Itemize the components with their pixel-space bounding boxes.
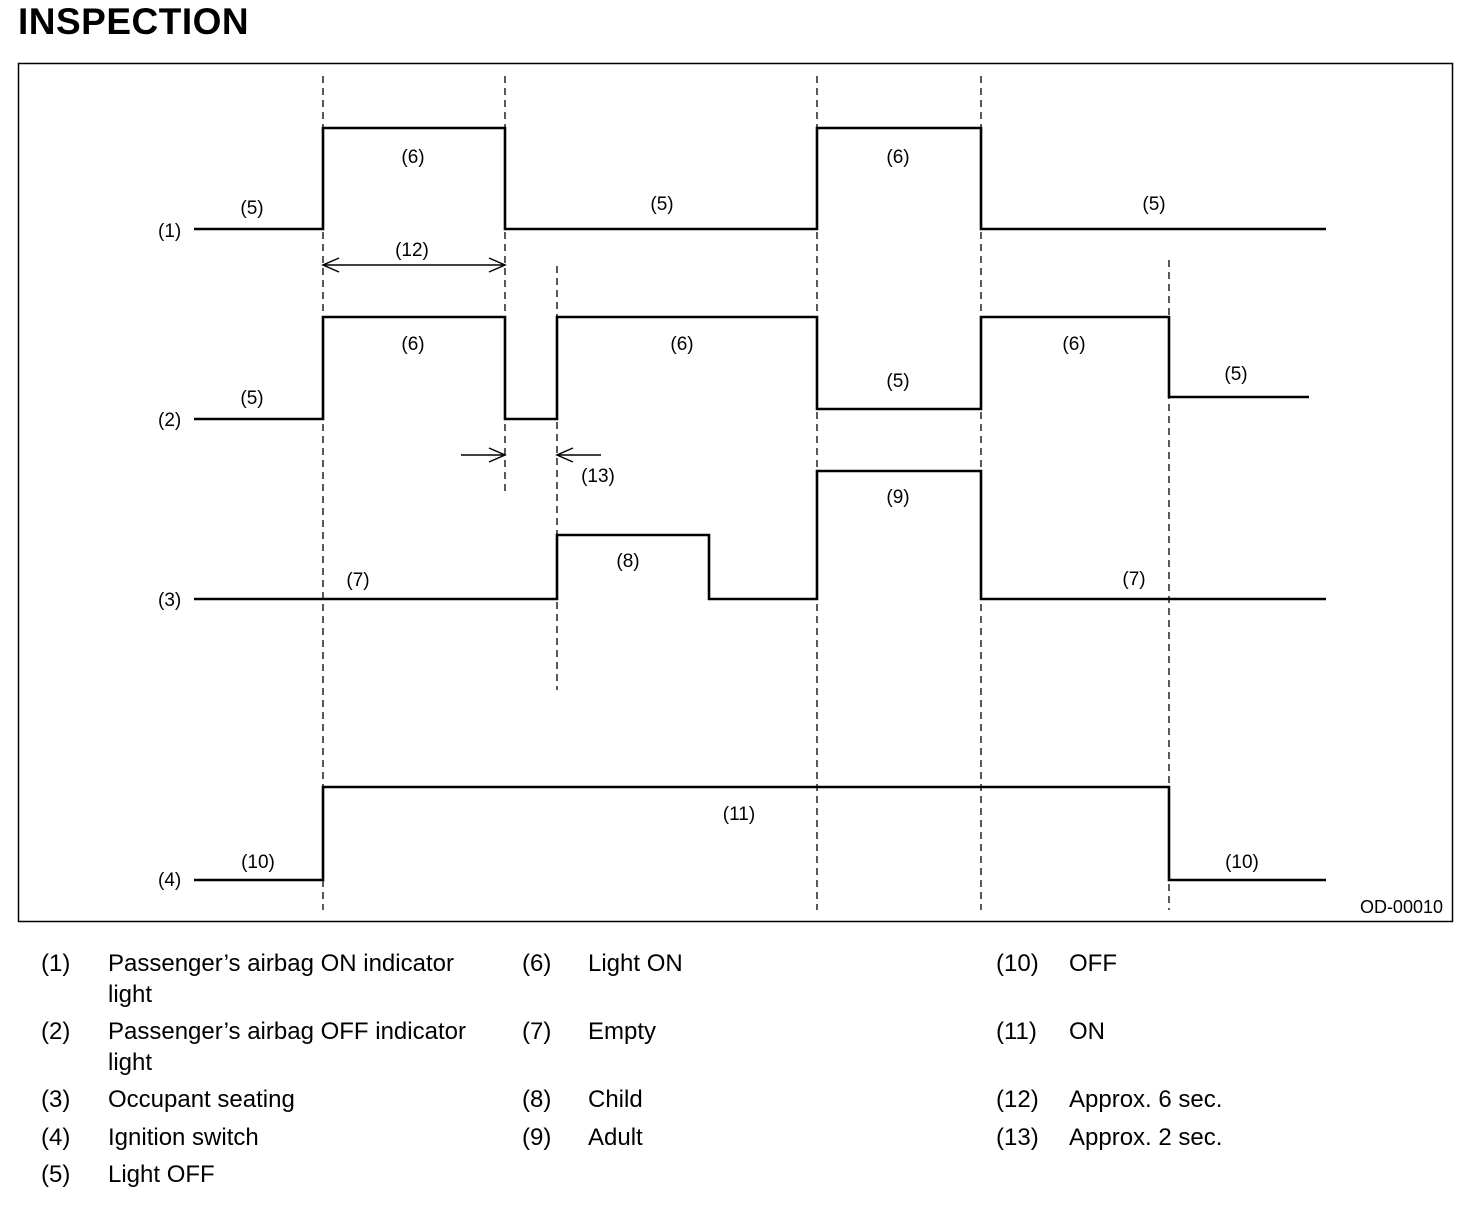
legend-text: Empty (588, 1018, 657, 1045)
state-label: (10) (241, 852, 275, 873)
state-label: (6) (670, 334, 693, 355)
legend-text: Passenger’s airbag ON indicator (108, 950, 454, 977)
state-label: (5) (1142, 194, 1165, 215)
figure-id: OD-00010 (1360, 897, 1443, 917)
legend-text-cont: light (108, 1049, 153, 1076)
legend-text: Approx. 2 sec. (1069, 1124, 1223, 1151)
legend-text: Adult (588, 1124, 643, 1151)
waveform-occupant-seating (194, 469, 1326, 601)
state-label: (7) (1122, 569, 1145, 590)
legend-text: Ignition switch (108, 1124, 259, 1151)
legend-text-cont: light (108, 981, 153, 1008)
state-label: (6) (401, 147, 424, 168)
state-label: (6) (1062, 334, 1085, 355)
legend-text: Occupant seating (108, 1086, 295, 1113)
legend-number: (10) (996, 950, 1039, 977)
state-label: (5) (1224, 364, 1247, 385)
legend: (1) Passenger’s airbag ON indicator ligh… (0, 944, 1472, 1214)
legend-text: ON (1069, 1018, 1105, 1045)
legend-text: Child (588, 1086, 643, 1113)
legend-number: (12) (996, 1086, 1039, 1113)
time-markers (322, 76, 1170, 910)
legend-text: Light ON (588, 950, 683, 977)
state-label: (5) (240, 388, 263, 409)
legend-number: (5) (41, 1161, 71, 1188)
legend-number: (11) (996, 1018, 1037, 1045)
state-label: (9) (886, 487, 909, 508)
state-label: (5) (240, 198, 263, 219)
state-label: (6) (886, 147, 909, 168)
state-label: (11) (723, 804, 755, 825)
state-label: (10) (1225, 852, 1259, 873)
state-label: (7) (346, 570, 369, 591)
diagram-frame (17, 62, 1454, 923)
waveform-airbag-on-indicator (194, 126, 1326, 231)
state-label: (6) (401, 334, 424, 355)
legend-number: (7) (522, 1018, 552, 1045)
legend-text: Approx. 6 sec. (1069, 1086, 1223, 1113)
waveform-ignition-switch (194, 785, 1326, 882)
row-label-2: (2) (158, 410, 181, 431)
legend-text: OFF (1069, 950, 1117, 977)
row-label-4: (4) (158, 870, 181, 891)
legend-number: (1) (41, 950, 71, 977)
legend-number: (3) (41, 1086, 71, 1113)
legend-number: (9) (522, 1124, 552, 1151)
interval-label-approx6: (12) (395, 240, 429, 261)
waveform-airbag-off-indicator (194, 315, 1309, 421)
interval-label-approx2: (13) (581, 466, 615, 487)
legend-number: (13) (996, 1124, 1039, 1151)
page-title: INSPECTION (18, 1, 250, 42)
state-label: (5) (886, 371, 909, 392)
row-label-3: (3) (158, 590, 181, 611)
legend-number: (8) (522, 1086, 552, 1113)
legend-number: (2) (41, 1018, 71, 1045)
row-label-1: (1) (158, 221, 181, 242)
legend-text: Passenger’s airbag OFF indicator (108, 1018, 466, 1045)
legend-text: Light OFF (108, 1161, 215, 1188)
timing-diagram: (1) (2) (3) (4) (5) (6) (5) (6) (5) (5) … (17, 62, 1454, 923)
legend-number: (4) (41, 1124, 71, 1151)
state-label: (5) (650, 194, 673, 215)
legend-number: (6) (522, 950, 552, 977)
state-label: (8) (616, 551, 639, 572)
